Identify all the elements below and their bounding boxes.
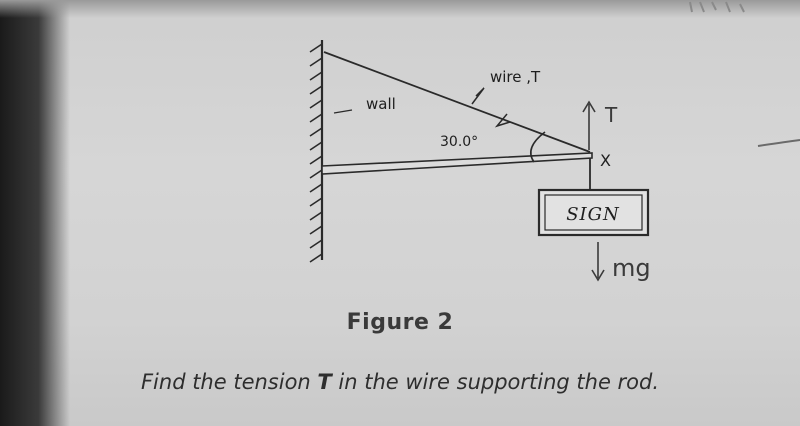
left-edge-shadow	[0, 0, 70, 426]
top-edge-shadow	[0, 0, 800, 18]
tension-label: T	[604, 103, 618, 127]
sign: SIGN	[537, 188, 650, 237]
wire: wire ,T	[323, 51, 591, 153]
margin-stroke	[757, 139, 800, 147]
weight-label: mg	[612, 254, 651, 282]
point-x-label: X	[600, 151, 611, 170]
angle-arc	[530, 131, 546, 163]
wall-label: wall	[366, 95, 396, 113]
wall-label-leader	[333, 109, 353, 114]
wire-arrow-up	[471, 87, 485, 105]
question-text-before: Find the tension	[140, 370, 318, 394]
question-text: Find the tension T in the wire supportin…	[0, 370, 800, 394]
question-text-after: in the wire supporting the rod.	[331, 370, 660, 394]
sign-text: SIGN	[566, 204, 620, 225]
angle-label: 30.0°	[440, 134, 478, 150]
wire-arrow-down	[494, 113, 511, 128]
question-variable: T	[317, 370, 332, 394]
wall-hatching	[309, 43, 323, 263]
weight-arrow	[591, 242, 605, 282]
figure-caption: Figure 2	[346, 310, 454, 335]
top-right-scribble	[689, 1, 745, 13]
wire-label: wire ,T	[490, 68, 541, 86]
tension-arrow	[582, 100, 596, 150]
wall: wall	[309, 40, 396, 263]
rod	[321, 152, 593, 175]
